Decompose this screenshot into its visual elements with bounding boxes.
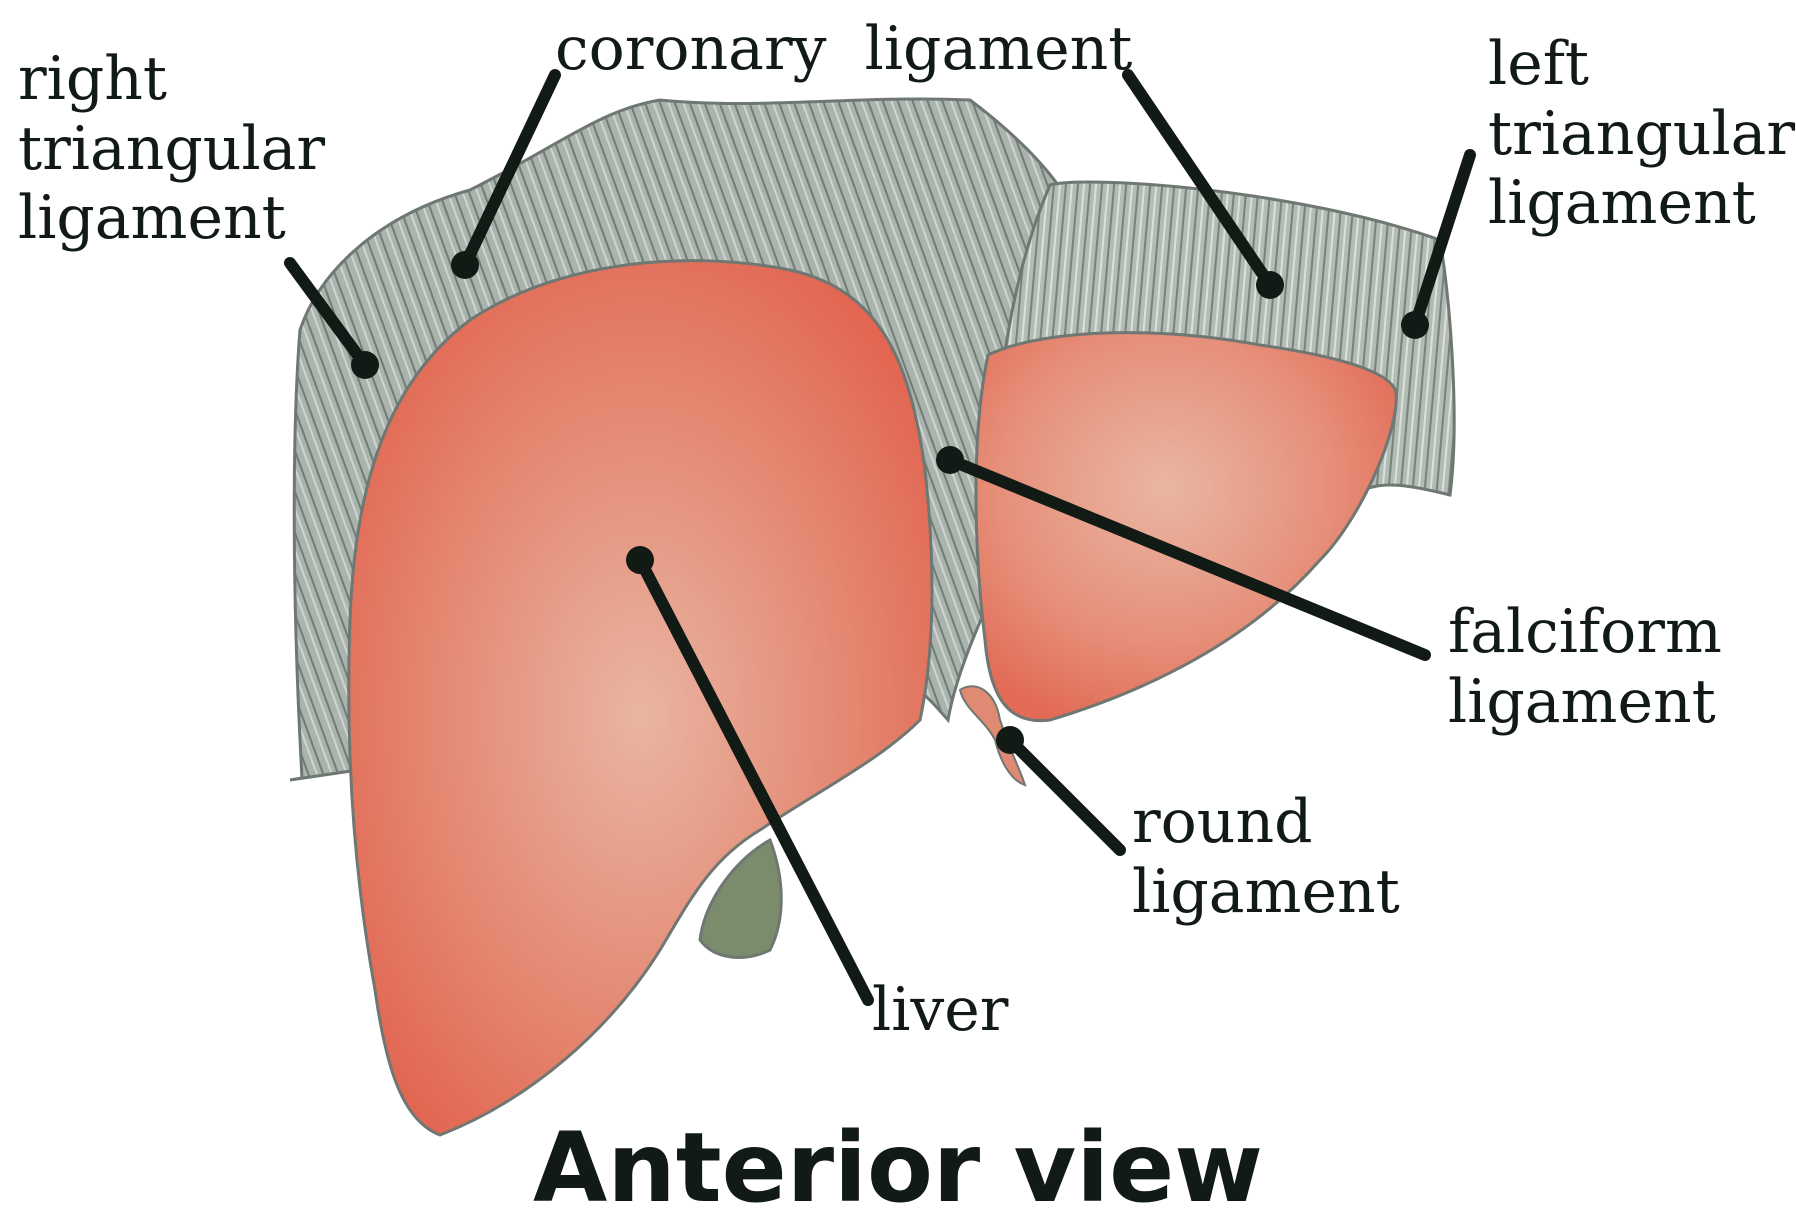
- label-falciform-line2: ligament: [1448, 668, 1722, 738]
- label-left-triangular-line1: left: [1488, 30, 1795, 100]
- label-liver-text: liver: [872, 976, 1008, 1046]
- label-left-triangular-line2: triangular: [1488, 100, 1795, 170]
- liver-right-lobe: [349, 261, 932, 1135]
- label-falciform-line1: falciform: [1448, 598, 1722, 668]
- label-coronary-text: coronary ligament: [555, 15, 1132, 85]
- label-left-triangular-line3: ligament: [1488, 169, 1795, 239]
- label-left-triangular-ligament: left triangular ligament: [1488, 30, 1795, 239]
- label-right-triangular-line2: triangular: [18, 115, 325, 185]
- label-right-triangular-line3: ligament: [18, 184, 325, 254]
- label-round-line2: ligament: [1132, 858, 1400, 928]
- label-right-triangular-line1: right: [18, 45, 325, 115]
- label-coronary-ligament: coronary ligament: [555, 15, 1132, 85]
- diagram-title: Anterior view: [0, 1120, 1796, 1216]
- liver-left-lobe: [976, 333, 1396, 721]
- label-falciform-ligament: falciform ligament: [1448, 598, 1722, 737]
- leader-round: [996, 726, 1120, 850]
- label-liver: liver: [872, 976, 1008, 1046]
- label-round-ligament: round ligament: [1132, 788, 1400, 927]
- label-round-line1: round: [1132, 788, 1400, 858]
- label-right-triangular-ligament: right triangular ligament: [18, 45, 325, 254]
